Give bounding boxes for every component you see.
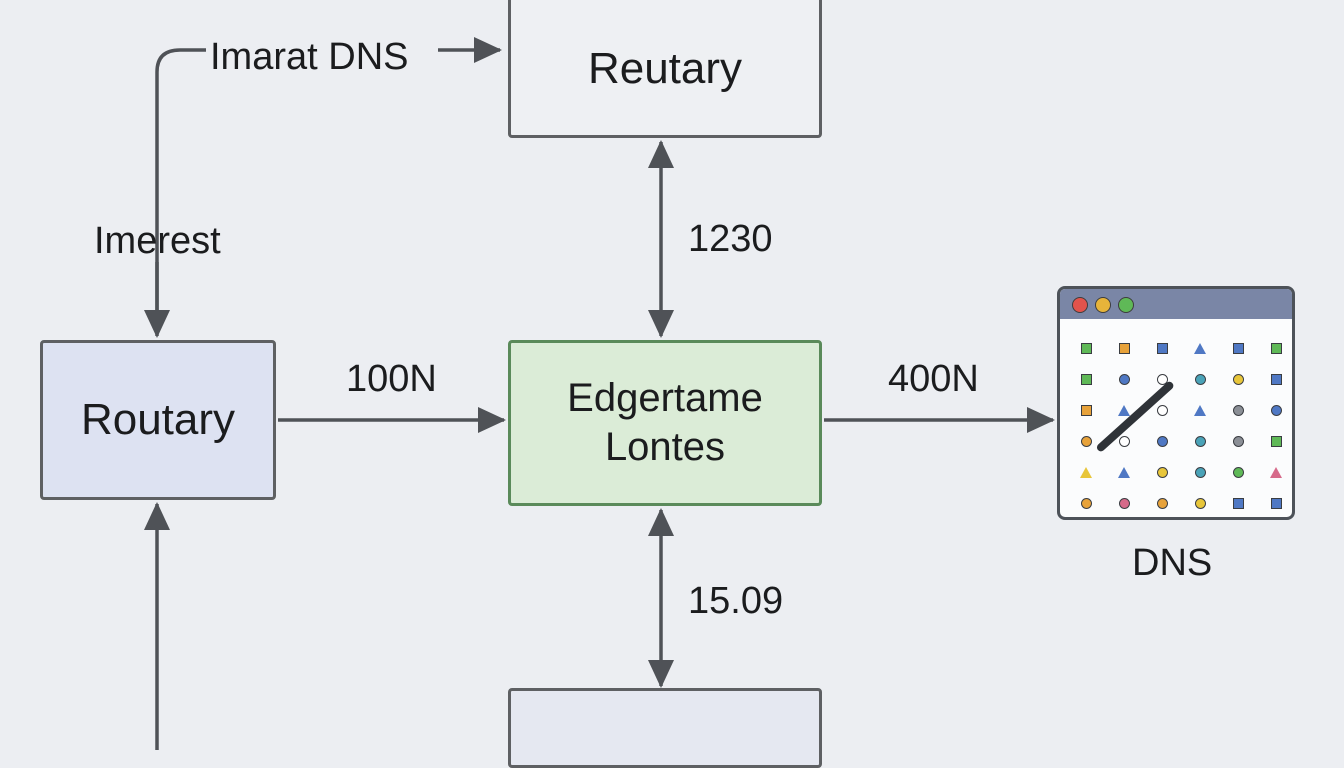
edge-label-imarat-dns: Imarat DNS	[210, 36, 409, 78]
dns-grid-circ-icon	[1218, 457, 1258, 488]
dns-grid-circ-icon	[1104, 426, 1144, 457]
dns-grid-circ-icon	[1180, 488, 1220, 517]
dns-grid-sq-icon	[1066, 395, 1106, 426]
dns-grid-circ-icon	[1142, 364, 1182, 395]
node-edgertame[interactable]: Edgertame Lontes	[508, 340, 822, 506]
dns-grid-circ-icon	[1066, 488, 1106, 517]
window-title-bar	[1060, 289, 1292, 319]
dns-grid-sq-icon	[1218, 488, 1258, 517]
dns-grid-sq-icon	[1256, 364, 1292, 395]
dns-grid-circ-icon	[1066, 426, 1106, 457]
dns-grid-tri-icon	[1180, 395, 1220, 426]
edge-label-100n: 100N	[346, 358, 437, 400]
dns-grid-circ-icon	[1218, 364, 1258, 395]
edge-left-to-top	[155, 48, 206, 320]
dns-grid-circ-icon	[1180, 364, 1220, 395]
dns-grid-circ-icon	[1142, 457, 1182, 488]
dns-grid-sq-icon	[1066, 364, 1106, 395]
node-edgertame-line1: Edgertame	[567, 376, 763, 421]
dns-grid-circ-icon	[1104, 488, 1144, 517]
minimize-dot-icon	[1095, 297, 1111, 313]
dns-grid-sq-icon	[1256, 333, 1292, 364]
node-routary[interactable]: Routary	[40, 340, 276, 500]
dns-grid-sq-icon	[1256, 488, 1292, 517]
dns-window-icon[interactable]	[1057, 286, 1295, 520]
node-reutary-label: Reutary	[587, 44, 743, 93]
edge-label-400n: 400N	[888, 358, 979, 400]
dns-grid-circ-icon	[1104, 364, 1144, 395]
dns-grid-tri-icon	[1066, 457, 1106, 488]
dns-grid-circ-icon	[1218, 426, 1258, 457]
maximize-dot-icon	[1118, 297, 1134, 313]
dns-grid-circ-icon	[1218, 395, 1258, 426]
dns-grid-circ-icon	[1180, 426, 1220, 457]
dns-grid-sq-icon	[1142, 333, 1182, 364]
dns-grid-sq-icon	[1066, 333, 1106, 364]
dns-grid-sq-icon	[1104, 333, 1144, 364]
edge-label-imerest: Imerest	[94, 220, 221, 262]
node-edgertame-line2: Lontes	[604, 425, 726, 469]
dns-grid-circ-icon	[1180, 457, 1220, 488]
close-dot-icon	[1072, 297, 1088, 313]
dns-grid-circ-icon	[1142, 488, 1182, 517]
dns-grid-circ-icon	[1142, 395, 1182, 426]
dns-grid-tri-icon	[1256, 457, 1292, 488]
connector-layer	[144, 37, 1055, 750]
dns-window-caption: DNS	[1132, 542, 1213, 584]
dns-grid-circ-icon	[1256, 395, 1292, 426]
dns-grid-sq-icon	[1218, 333, 1258, 364]
dns-grid-tri-icon	[1104, 395, 1144, 426]
dns-grid-tri-icon	[1180, 333, 1220, 364]
dns-grid-circ-icon	[1142, 426, 1182, 457]
edge-label-1509: 15.09	[688, 580, 784, 622]
edge-label-1230: 1230	[688, 218, 773, 260]
dns-grid-sq-icon	[1256, 426, 1292, 457]
dns-grid-tri-icon	[1104, 457, 1144, 488]
node-reutary[interactable]: Reutary	[508, 0, 822, 138]
node-routary-label: Routary	[80, 395, 236, 444]
node-bottom[interactable]	[508, 688, 822, 768]
